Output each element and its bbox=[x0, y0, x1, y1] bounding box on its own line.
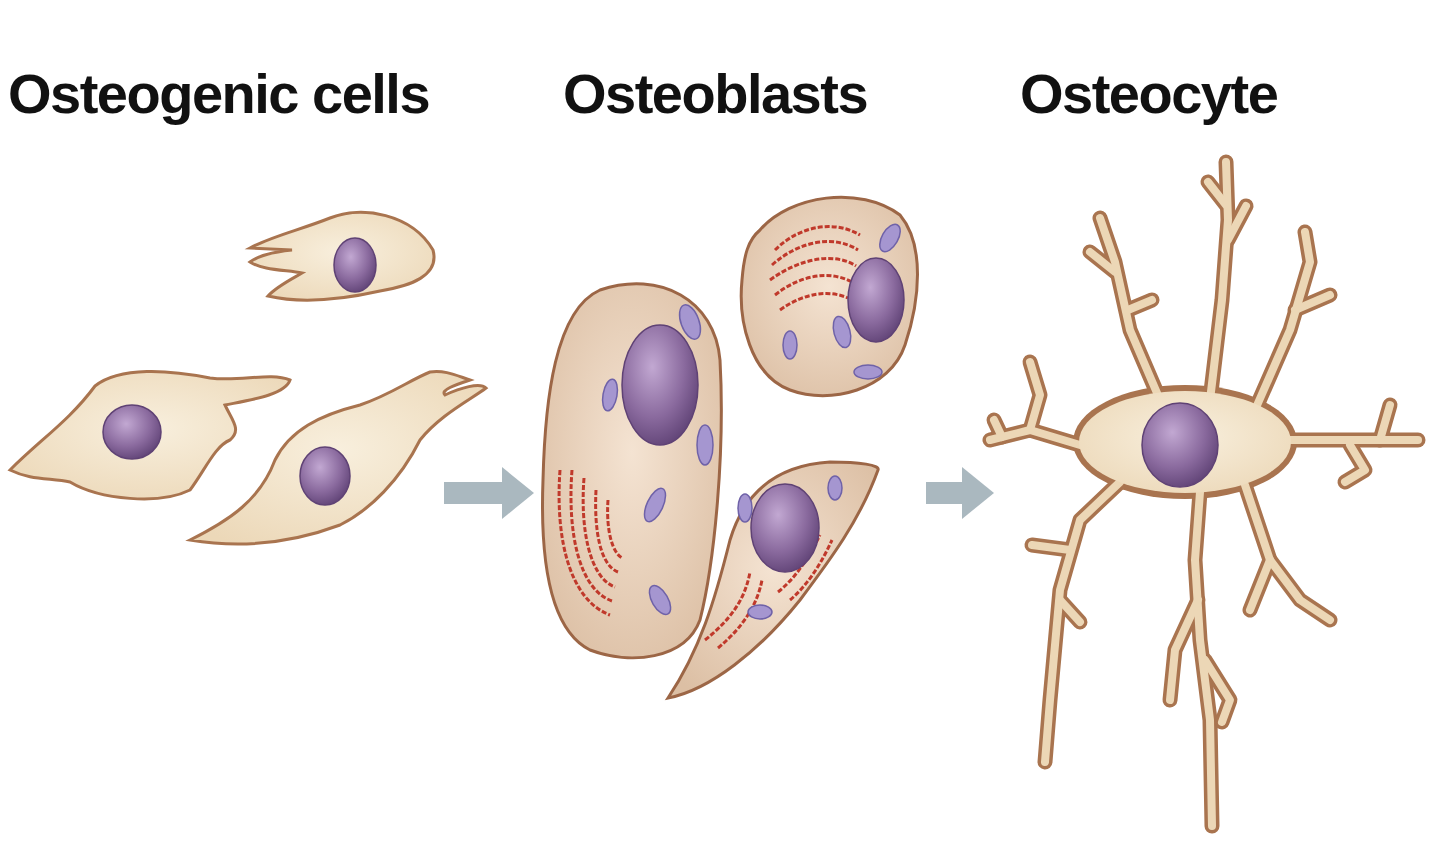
mitochondrion bbox=[645, 582, 675, 618]
osteocyte-process-fill bbox=[1030, 362, 1040, 430]
osteocyte-process-fill bbox=[1245, 485, 1330, 620]
nucleus bbox=[1142, 403, 1218, 487]
cell-stage-group: Osteogenic cells bbox=[8, 66, 438, 560]
stage-heading: Osteocyte bbox=[1020, 66, 1277, 122]
mitochondrion bbox=[830, 314, 854, 349]
osteocyte-process-fill bbox=[1345, 445, 1365, 482]
osteocyte-process bbox=[1128, 300, 1152, 310]
rough-er bbox=[559, 470, 622, 615]
rough-er bbox=[705, 572, 750, 640]
rough-er bbox=[608, 500, 622, 558]
osteogenic-cell bbox=[190, 372, 486, 544]
osteoblast bbox=[543, 284, 722, 658]
nucleus bbox=[622, 325, 698, 445]
mitochondrion bbox=[600, 302, 713, 618]
osteocyte-process bbox=[1170, 600, 1198, 700]
osteocyte-process-fill bbox=[1228, 206, 1246, 240]
osteocyte-process bbox=[1250, 560, 1270, 610]
osteocyte-process-fill bbox=[1128, 300, 1152, 310]
osteocyte-process-fill bbox=[1060, 600, 1080, 622]
mitochondrion bbox=[600, 378, 619, 412]
osteocyte-process-fill bbox=[1090, 252, 1115, 272]
osteogenic-cell bbox=[10, 371, 290, 498]
osteocyte-process-fill bbox=[1045, 482, 1120, 762]
osteocyte-process bbox=[1032, 545, 1070, 550]
mitochondrion bbox=[783, 331, 797, 359]
osteocyte-process-fill bbox=[1170, 600, 1198, 700]
mitochondrion bbox=[783, 221, 904, 379]
mitochondrion bbox=[854, 365, 882, 379]
mitochondrion bbox=[640, 485, 670, 524]
mitochondrion bbox=[876, 221, 905, 255]
osteocyte-process-fill bbox=[1032, 545, 1070, 550]
osteocyte-process-fill bbox=[990, 162, 1418, 826]
osteogenic-cell bbox=[250, 212, 434, 300]
osteoblast bbox=[543, 284, 722, 658]
mitochondrion bbox=[748, 605, 772, 619]
osteocyte-process-fill bbox=[1100, 218, 1160, 400]
mitochondrion bbox=[697, 425, 713, 465]
rough-er bbox=[775, 227, 860, 250]
osteogenic-cell bbox=[250, 212, 434, 300]
osteoblast bbox=[741, 197, 917, 395]
osteocyte bbox=[990, 162, 1418, 826]
rough-er bbox=[775, 276, 852, 295]
cell-stage-group: Osteocyte bbox=[1000, 66, 1430, 840]
progression-arrow bbox=[444, 482, 502, 504]
osteocyte-process bbox=[1100, 218, 1160, 400]
osteocyte-process bbox=[1245, 485, 1330, 620]
mitochondrion bbox=[738, 476, 842, 619]
osteocyte-process-fill bbox=[1255, 232, 1310, 410]
stage-heading: Osteoblasts bbox=[563, 66, 867, 122]
rough-er bbox=[780, 294, 848, 310]
osteocyte bbox=[1079, 391, 1291, 493]
osteocyte-process-fill bbox=[1208, 182, 1226, 205]
osteoblast bbox=[668, 462, 878, 698]
osteocyte-process bbox=[1060, 600, 1080, 622]
osteocyte-process bbox=[1345, 445, 1365, 482]
nucleus bbox=[751, 484, 819, 572]
cell-stage-group: Osteoblasts bbox=[540, 66, 920, 706]
osteocyte-process-fill bbox=[1250, 560, 1270, 610]
osteogenic-cell bbox=[103, 405, 161, 459]
osteogenic-cell bbox=[300, 447, 350, 505]
rough-er bbox=[559, 470, 610, 615]
osteocyte-process bbox=[1045, 482, 1120, 762]
osteocyte-process-fill bbox=[1205, 660, 1230, 722]
osteocyte-process-fill bbox=[1295, 295, 1330, 310]
mitochondrion bbox=[828, 476, 842, 500]
osteocyte-process bbox=[1030, 362, 1040, 430]
osteocyte bbox=[1073, 385, 1297, 499]
osteoblast bbox=[668, 462, 878, 698]
osteoblast bbox=[741, 197, 917, 395]
osteocyte-process bbox=[1255, 232, 1310, 410]
osteogenic-cell bbox=[10, 371, 290, 498]
osteogenic-cell bbox=[190, 372, 486, 544]
osteocyte-process bbox=[1380, 405, 1390, 440]
osteocyte-process bbox=[994, 420, 1002, 437]
osteogenic-cell bbox=[334, 238, 376, 292]
osteocyte-process-fill bbox=[994, 420, 1002, 437]
rough-er bbox=[770, 227, 860, 310]
osteocyte-process-fill bbox=[1380, 405, 1390, 440]
osteocyte-process bbox=[990, 162, 1418, 826]
stage-heading: Osteogenic cells bbox=[8, 66, 429, 122]
mitochondrion bbox=[738, 494, 752, 522]
nucleus bbox=[848, 258, 904, 342]
progression-arrow bbox=[926, 482, 962, 504]
